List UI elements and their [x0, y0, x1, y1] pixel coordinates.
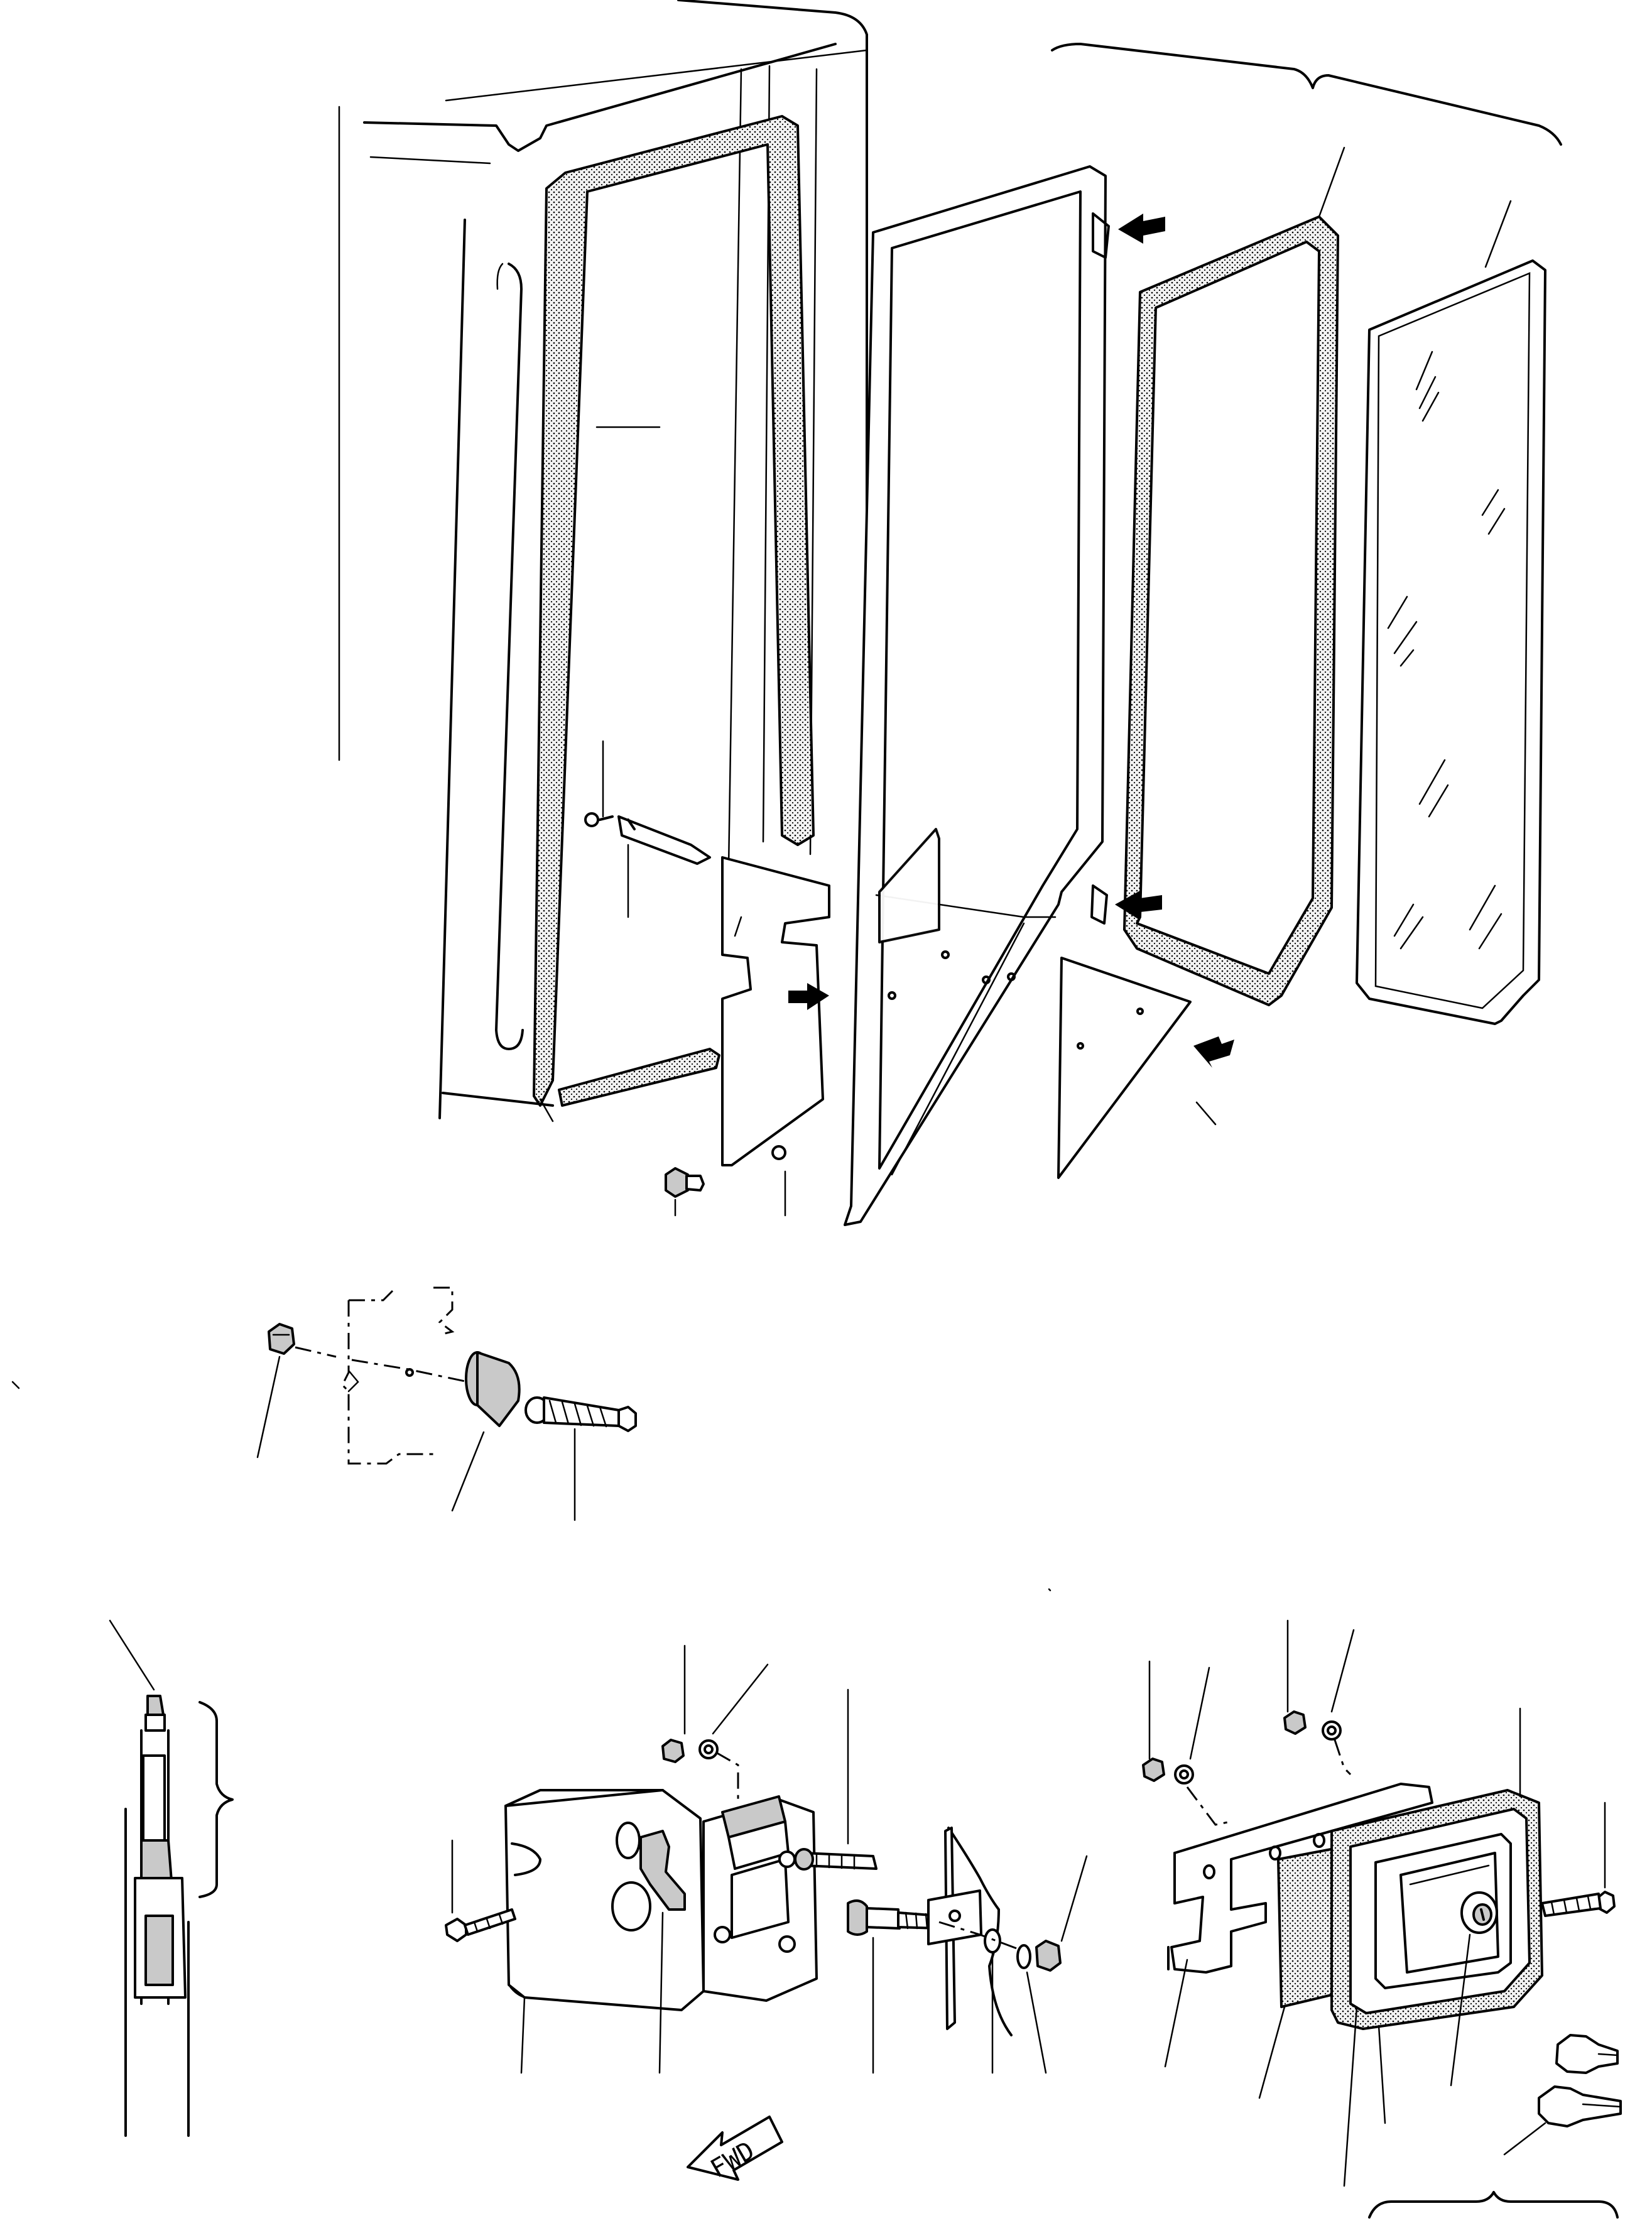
lower-gusset-plate — [878, 828, 940, 943]
window-glass — [1356, 259, 1546, 1025]
window-seal — [1123, 215, 1339, 1006]
paddle-handle-lock-assembly — [1142, 1619, 1622, 2219]
assembly-arrows — [788, 214, 1234, 1068]
door-latch-assembly — [445, 1644, 878, 2074]
hinge-pin-assembly — [109, 1619, 234, 2137]
door-handle-rod — [584, 812, 711, 865]
forward-direction-indicator: FWD — [687, 2116, 783, 2184]
leader-lines-upper — [539, 43, 1562, 1217]
door-opening-weatherstrip — [533, 115, 815, 1107]
triangle-plate — [1057, 957, 1192, 1179]
lower-door-panel — [721, 856, 830, 1166]
door-striker-assembly — [847, 1827, 1088, 2074]
cab-frame — [338, 0, 868, 1119]
panel-bolt — [665, 1167, 705, 1198]
door-frame — [844, 165, 1110, 1226]
rubber-stop-assembly — [11, 1286, 1052, 1592]
